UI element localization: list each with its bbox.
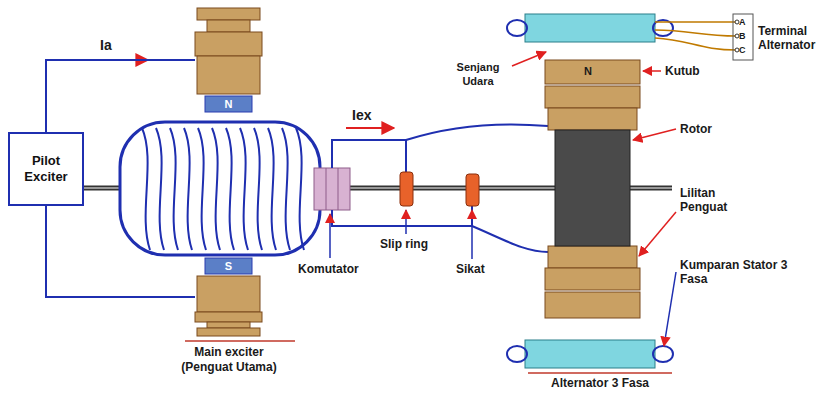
winding	[184, 128, 192, 250]
field-wire	[406, 125, 548, 140]
winding	[268, 128, 276, 250]
coil-end	[507, 20, 527, 36]
leader	[405, 210, 407, 234]
node-title: Pilot Exciter	[14, 153, 78, 185]
winding	[282, 128, 290, 250]
caption-label: Alternator 3 Fasa	[535, 376, 665, 390]
terminal-pin	[735, 48, 739, 52]
part-label: Kutub	[665, 64, 700, 78]
terminal-wire	[655, 22, 737, 50]
winding	[226, 128, 234, 250]
dc-wire	[332, 140, 406, 172]
part-label: Slip ring	[380, 237, 428, 251]
winding	[296, 128, 304, 250]
terminal-letter: B	[739, 29, 746, 43]
winding	[198, 128, 206, 250]
leader	[664, 272, 676, 346]
part-label: Sikat	[456, 262, 485, 276]
leader	[633, 129, 676, 140]
pole-letter: S	[225, 258, 232, 274]
coil-end	[653, 346, 673, 362]
slip-ring	[400, 172, 413, 206]
terminal-letter: C	[739, 43, 746, 57]
exciter-pole-bottom	[195, 258, 262, 336]
armature-windings	[142, 128, 304, 250]
terminal-pin	[735, 34, 739, 38]
bracket-line	[185, 340, 295, 342]
part-label: Senjang Udara	[446, 60, 510, 88]
part-label: Kumparan Stator 3 Fasa	[680, 258, 790, 286]
rotor-core	[555, 130, 630, 246]
pole-letter: N	[584, 64, 592, 78]
winding	[156, 128, 164, 250]
terminal-letter: A	[739, 15, 746, 29]
terminal-box	[733, 14, 753, 60]
exciter-armature	[120, 122, 320, 255]
winding	[142, 128, 150, 250]
exciter-pole-south: S	[195, 258, 262, 336]
dc-wire	[332, 206, 472, 226]
commutator	[314, 168, 350, 210]
exciter-pole-top	[195, 8, 262, 112]
commutator-segment	[338, 168, 339, 210]
part-label: Komutator	[298, 262, 359, 276]
current-label: Iex	[352, 108, 371, 122]
part-label: Terminal Alternator	[758, 24, 830, 52]
pilot-exciter-box: Pilot Exciter	[8, 132, 84, 206]
field-wire	[46, 60, 195, 132]
field-wire	[46, 206, 195, 297]
commutator-segment	[326, 168, 327, 210]
winding	[254, 128, 262, 250]
bracket-line	[528, 372, 672, 374]
stator-bottom	[525, 340, 655, 368]
leader	[639, 212, 676, 256]
caption-label: Main exciter	[170, 345, 288, 359]
leader	[643, 70, 661, 72]
rotor-poles	[545, 60, 640, 318]
stator-top	[525, 14, 655, 42]
leader	[512, 52, 546, 66]
brush	[466, 174, 479, 206]
leader	[471, 210, 473, 259]
terminal-pin	[735, 20, 739, 24]
winding	[240, 128, 248, 250]
part-label: Rotor	[680, 122, 712, 136]
current-arrow	[346, 127, 394, 129]
pole-letter: N	[225, 96, 233, 112]
current-label: Ia	[100, 38, 112, 52]
part-label: Lilitan Penguat	[680, 186, 750, 214]
coil-end	[507, 346, 527, 362]
exciter-pole-north: N	[195, 8, 262, 112]
caption-label: (Penguat Utama)	[170, 360, 288, 374]
field-wire	[472, 226, 548, 252]
winding	[212, 128, 220, 250]
winding	[170, 128, 178, 250]
leader	[329, 214, 331, 258]
